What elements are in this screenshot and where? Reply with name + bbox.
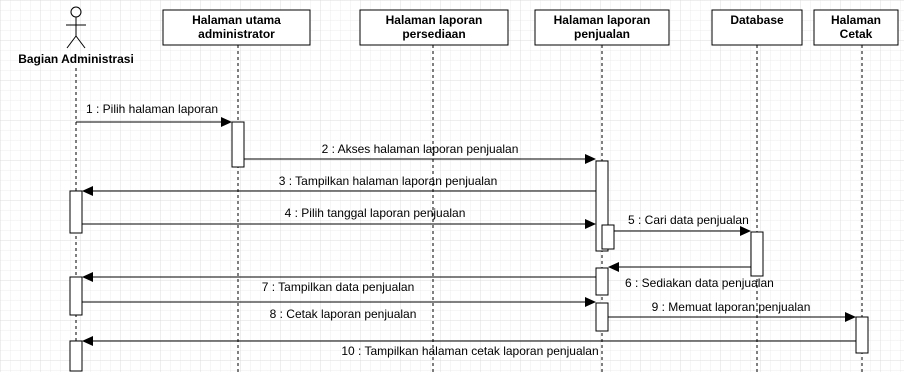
arrowhead	[82, 272, 93, 282]
message-label: 7 : Tampilkan data penjualan	[262, 280, 415, 294]
arrowhead	[845, 312, 856, 322]
activation-bar	[69, 340, 83, 372]
message-6[interactable]: 6 : Sediakan data penjualan	[608, 262, 774, 290]
lifeline-laporan-persediaan[interactable]: Halaman laporan persediaan	[359, 9, 509, 46]
message-label: 2 : Akses halaman laporan penjualan	[322, 142, 519, 156]
lifeline-laporan-penjualan[interactable]: Halaman laporan penjualan	[534, 9, 670, 46]
actor-icon	[66, 6, 86, 49]
arrowhead	[82, 336, 93, 346]
activation-bar	[595, 267, 609, 296]
activation-bar	[750, 231, 764, 277]
lifeline-title-line2: administrator	[198, 27, 275, 41]
lifeline-title-line2: persediaan	[402, 27, 465, 41]
message-label: 9 : Memuat laporan penjualan	[652, 300, 811, 314]
arrowhead	[585, 219, 596, 229]
messages: 1 : Pilih halaman laporan 2 : Akses hala…	[76, 102, 856, 358]
activation-bar	[231, 121, 245, 168]
message-label: 5 : Cari data penjualan	[628, 213, 749, 227]
message-7[interactable]: 7 : Tampilkan data penjualan	[82, 272, 596, 294]
lifeline-title-line2: penjualan	[574, 27, 630, 41]
activation-bar	[601, 224, 615, 250]
message-label: 6 : Sediakan data penjualan	[625, 276, 774, 290]
message-label: 4 : Pilih tanggal laporan penjualan	[285, 206, 466, 220]
message-label: 8 : Cetak laporan penjualan	[270, 307, 417, 321]
lifeline-title-line1: Halaman laporan	[386, 13, 483, 27]
message-4[interactable]: 4 : Pilih tanggal laporan penjualan	[82, 206, 596, 229]
lifeline-title-line1: Halaman laporan	[554, 13, 651, 27]
message-2[interactable]: 2 : Akses halaman laporan penjualan	[244, 142, 596, 164]
arrowhead	[608, 262, 619, 272]
activation-bars	[69, 121, 869, 372]
message-8[interactable]: 8 : Cetak laporan penjualan	[82, 297, 596, 321]
lifeline-title-line1: Halaman	[831, 13, 881, 27]
arrowhead	[585, 297, 596, 307]
message-5[interactable]: 5 : Cari data penjualan	[614, 213, 751, 236]
activation-bar	[69, 276, 83, 316]
lifeline-halaman-cetak[interactable]: Halaman Cetak	[813, 9, 899, 46]
arrowhead	[740, 226, 751, 236]
arrowhead	[82, 186, 93, 196]
message-10[interactable]: 10 : Tampilkan halaman cetak laporan pen…	[82, 336, 856, 358]
lifeline-database[interactable]: Database	[711, 9, 803, 46]
activation-bar	[855, 316, 869, 354]
actor-bagian-administrasi[interactable]: Bagian Administrasi	[18, 6, 134, 66]
activation-bar	[595, 302, 609, 332]
lifeline-title-line1: Halaman utama	[192, 13, 281, 27]
message-9[interactable]: 9 : Memuat laporan penjualan	[608, 300, 856, 322]
message-label: 3 : Tampilkan halaman laporan penjualan	[279, 174, 498, 188]
activation-bar	[69, 190, 83, 234]
message-label: 10 : Tampilkan halaman cetak laporan pen…	[341, 344, 598, 358]
arrowhead	[585, 154, 596, 164]
message-1[interactable]: 1 : Pilih halaman laporan	[76, 102, 232, 127]
lifeline-title-line1: Database	[730, 13, 784, 27]
lifeline-title-line2: Cetak	[840, 27, 873, 41]
arrowhead	[221, 117, 232, 127]
lifeline-halaman-utama[interactable]: Halaman utama administrator	[162, 9, 311, 46]
actor-name: Bagian Administrasi	[18, 52, 134, 66]
message-label: 1 : Pilih halaman laporan	[86, 102, 218, 116]
message-3[interactable]: 3 : Tampilkan halaman laporan penjualan	[82, 174, 596, 196]
